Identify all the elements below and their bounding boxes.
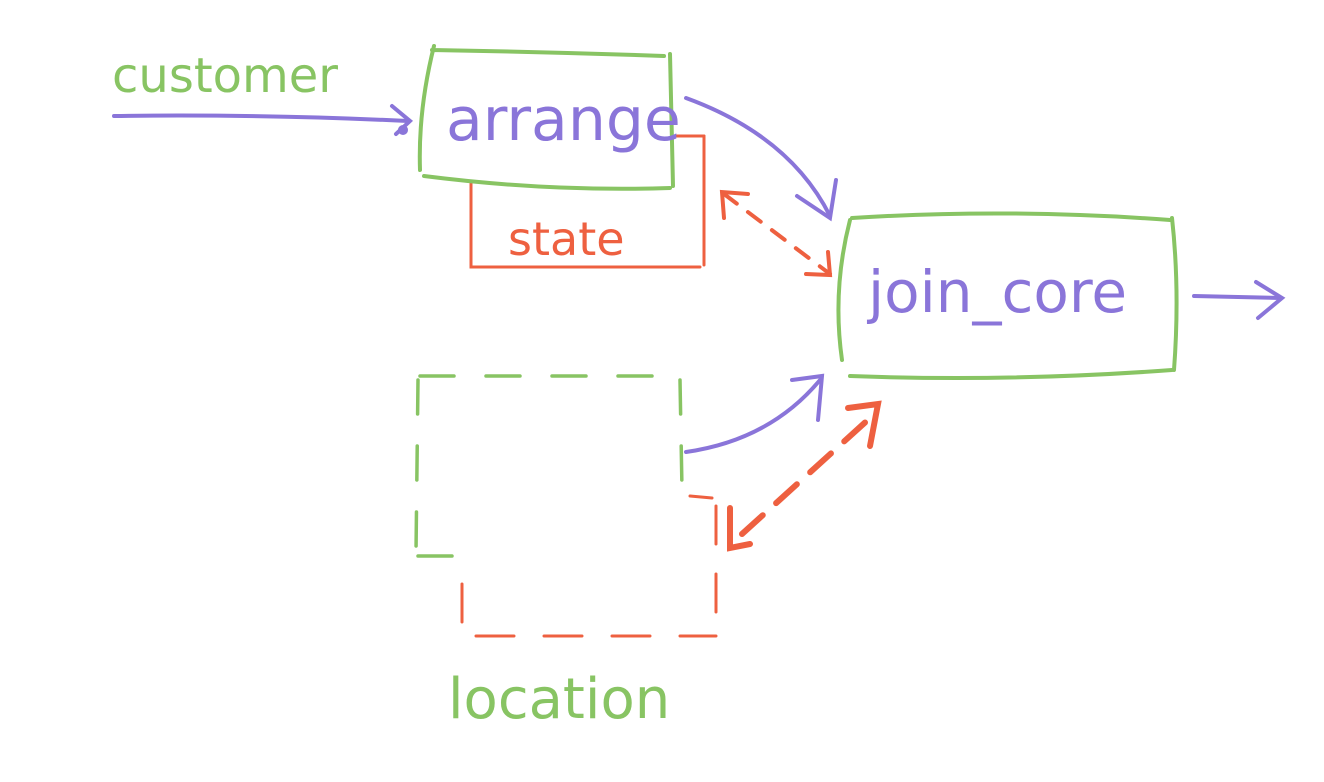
customer-label: customer bbox=[112, 48, 338, 104]
state-label: state bbox=[508, 212, 625, 266]
state-box bbox=[469, 134, 706, 269]
state-join-core-dashed-arrow bbox=[719, 189, 833, 278]
join-core-box bbox=[836, 211, 1179, 380]
location-state-join-core-dashed-arrow bbox=[727, 400, 882, 552]
location-state-box bbox=[460, 494, 718, 638]
arrange-box bbox=[417, 44, 675, 191]
join-core-label: join_core bbox=[866, 258, 1127, 326]
customer-to-arrange-arrow bbox=[112, 104, 414, 136]
join-core-output-arrow bbox=[1192, 280, 1286, 320]
location-box bbox=[414, 374, 684, 558]
location-to-join-core-arrow bbox=[684, 373, 825, 454]
location-label: location bbox=[448, 667, 670, 732]
arrange-to-join-core-arrow bbox=[684, 96, 838, 222]
arrange-label: arrange bbox=[446, 85, 681, 155]
